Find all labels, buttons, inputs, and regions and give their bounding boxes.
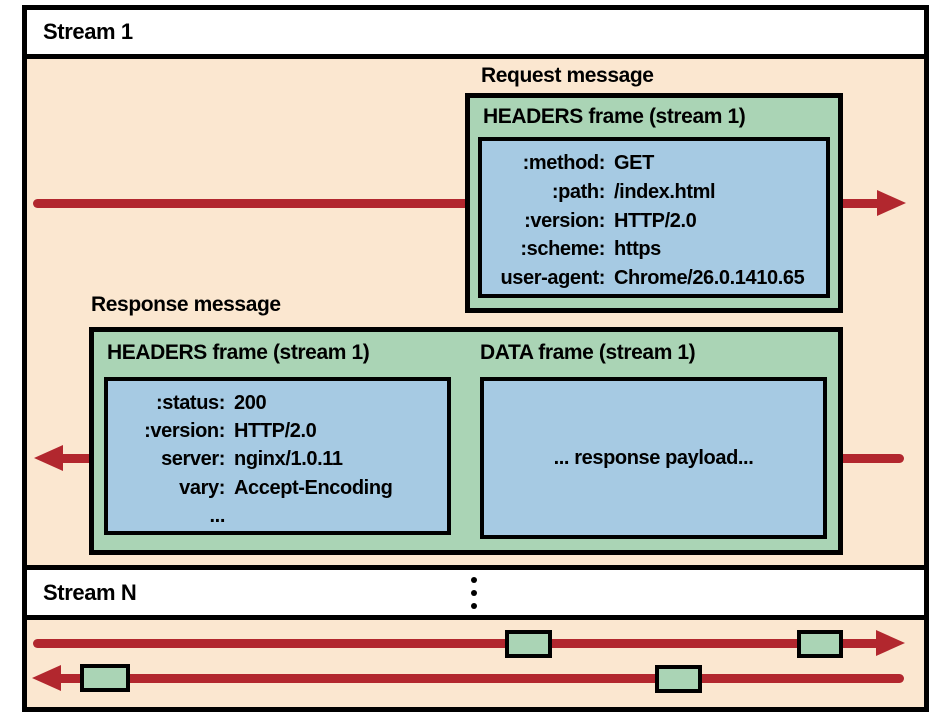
header-value: 200: [234, 392, 267, 414]
data-frame-payload: ... response payload...: [553, 446, 754, 469]
header-value: Accept-Encoding: [234, 476, 393, 499]
header-key: :path:: [551, 180, 606, 203]
ellipsis-dot: [471, 602, 477, 609]
streamN-title: Stream N: [43, 579, 137, 605]
header-key: :status:: [155, 392, 225, 414]
frame-chip: [797, 630, 843, 658]
frame-chip: [505, 630, 552, 658]
stream1-content: Request message HEADERS frame (stream 1)…: [27, 59, 924, 565]
header-value: GET: [614, 152, 654, 174]
ellipsis-dot: [471, 576, 477, 583]
response-frames-group: HEADERS frame (stream 1) :status: 200 :v…: [89, 327, 843, 555]
streamN-title-band: Stream N: [27, 565, 924, 620]
http2-streams-diagram: Stream 1 Request message HEADERS frame (…: [22, 5, 929, 712]
header-key: :version:: [144, 420, 225, 443]
request-headers-frame: HEADERS frame (stream 1) :method: GET :p…: [465, 93, 843, 313]
header-value: nginx/1.0.11: [234, 448, 343, 471]
streamN-frames-band: [27, 620, 924, 707]
header-value: [234, 503, 447, 531]
ellipsis-dot: [471, 589, 477, 596]
left-arrow-icon: [34, 445, 63, 471]
request-message-label: Request message: [481, 64, 654, 87]
response-arrow-shaft-left: [61, 454, 89, 463]
stream1-title-band: Stream 1: [27, 10, 924, 59]
streamN-request-arrow-shaft: [33, 639, 877, 648]
header-value: HTTP/2.0: [234, 420, 317, 443]
request-arrow-shaft-right: [843, 199, 879, 208]
response-headers-frame-title: HEADERS frame (stream 1): [107, 341, 370, 364]
header-key: server:: [161, 448, 225, 471]
header-value: /index.html: [614, 180, 716, 203]
data-frame-title: DATA frame (stream 1): [480, 341, 696, 364]
header-key: vary:: [179, 476, 225, 499]
header-key: :scheme:: [520, 238, 605, 261]
header-key: :method:: [522, 152, 606, 174]
header-value: https: [614, 238, 661, 261]
left-arrow-icon: [32, 665, 61, 691]
stream1-title: Stream 1: [43, 19, 133, 44]
right-arrow-icon: [877, 190, 906, 216]
vertical-ellipsis-icon: [471, 576, 477, 609]
right-arrow-icon: [876, 630, 905, 656]
request-headers-frame-title: HEADERS frame (stream 1): [483, 105, 746, 128]
header-ellipsis: ...: [209, 504, 226, 527]
header-key: :version:: [524, 209, 605, 232]
request-arrow-shaft-left: [33, 199, 465, 208]
header-key: user-agent:: [500, 267, 605, 290]
data-frame-payload-box: ... response payload...: [480, 377, 827, 539]
streamN-response-arrow-shaft: [59, 674, 904, 683]
response-arrow-shaft-right: [843, 454, 904, 463]
response-message-label: Response message: [91, 293, 281, 316]
header-value: Chrome/26.0.1410.65: [614, 267, 805, 290]
frame-chip: [80, 664, 130, 692]
frame-chip: [655, 665, 702, 693]
header-value: HTTP/2.0: [614, 209, 697, 232]
response-headers-list: :status: 200 :version: HTTP/2.0 server: …: [104, 377, 451, 535]
request-headers-list: :method: GET :path: /index.html :version…: [478, 137, 830, 298]
